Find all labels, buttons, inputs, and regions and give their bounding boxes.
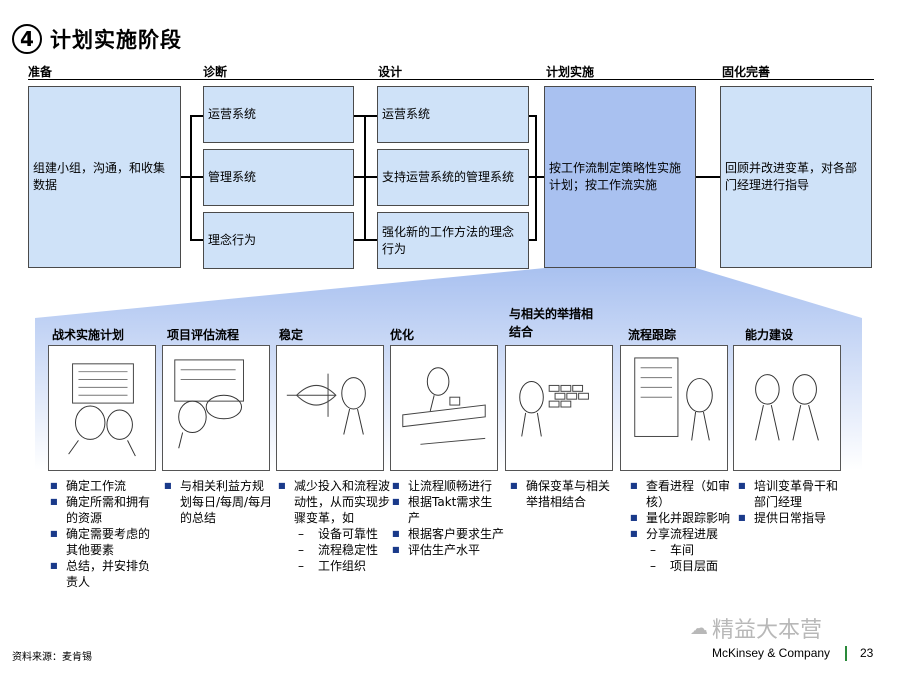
desc-subitem: 工作组织 [278, 558, 390, 574]
desc-item: 提供日常指导 [738, 510, 846, 526]
illustration-stabilize [276, 345, 384, 471]
connector [190, 115, 204, 117]
stage-divider [28, 79, 874, 80]
desc-item: 与相关利益方规划每日/每周/每月的总结 [164, 478, 274, 526]
desc-subitem: 项目层面 [630, 558, 735, 574]
prep-text: 组建小组，沟通，和收集数据 [33, 161, 166, 192]
connector [364, 115, 366, 241]
consolidate-box: 回顾并改进变革，对各部门经理进行指导 [720, 86, 872, 268]
desc-item: 量化并跟踪影响 [630, 510, 735, 526]
source-note: 资料来源：麦肯锡 [12, 652, 92, 663]
consolidate-text: 回顾并改进变革，对各部门经理进行指导 [725, 161, 858, 192]
substep-desc: 与相关利益方规划每日/每周/每月的总结 [164, 478, 274, 526]
desc-subitem: 车间 [630, 542, 735, 558]
diagnose-box-mindset: 理念行为 [203, 212, 354, 269]
desc-item: 总结，并安排负责人 [50, 558, 160, 590]
desc-item: 查看进程（如审核） [630, 478, 735, 510]
stage-label-design: 设计 [378, 65, 403, 79]
connector [528, 176, 536, 178]
desc-subitem: 流程稳定性 [278, 542, 390, 558]
connector [364, 239, 378, 241]
design-text: 支持运营系统的管理系统 [382, 170, 515, 184]
desc-item: 确定需要考虑的其他要素 [50, 526, 160, 558]
stage-label-diagnose: 诊断 [203, 65, 228, 79]
connector [190, 176, 204, 178]
connector [535, 115, 537, 241]
desc-item: 根据Takt需求生产 [392, 494, 504, 526]
diagnose-box-management: 管理系统 [203, 149, 354, 206]
connector [180, 176, 191, 178]
desc-item: 分享流程进展 [630, 526, 735, 542]
connector [528, 115, 536, 117]
design-box-operations: 运营系统 [377, 86, 529, 143]
desc-subitem: 设备可靠性 [278, 526, 390, 542]
substep-desc: 培训变革骨干和部门经理提供日常指导 [738, 478, 846, 526]
connector [535, 176, 545, 178]
prep-box: 组建小组，沟通，和收集数据 [28, 86, 181, 268]
stage-label-consolidate: 固化完善 [722, 65, 771, 79]
brand-name: McKinsey & Company [712, 646, 831, 660]
substep-desc: 查看进程（如审核）量化并跟踪影响分享流程进展车间项目层面 [630, 478, 735, 574]
connector [190, 239, 204, 241]
diagnose-text: 管理系统 [208, 170, 257, 184]
desc-item: 培训变革骨干和部门经理 [738, 478, 846, 510]
substep-label: 与相关的举措相结合 [509, 307, 594, 339]
diagnose-box-operations: 运营系统 [203, 86, 354, 143]
desc-item: 确定所需和拥有的资源 [50, 494, 160, 526]
substep-desc: 确定工作流确定所需和拥有的资源确定需要考虑的其他要素总结，并安排负责人 [50, 478, 160, 590]
stage-label-prep: 准备 [28, 65, 53, 79]
substep-label: 稳定 [279, 328, 304, 342]
substep-desc: 让流程顺畅进行根据Takt需求生产根据客户要求生产评估生产水平 [392, 478, 504, 558]
illustration-tracking [620, 345, 728, 471]
substep-label: 能力建设 [745, 328, 794, 342]
illustration-integrate [505, 345, 613, 471]
desc-item: 根据客户要求生产 [392, 526, 504, 542]
substep-desc: 减少投入和流程波动性，从而实现步骤变革，如设备可靠性流程稳定性工作组织 [278, 478, 390, 574]
watermark: ☁ 精益大本营 [690, 612, 822, 644]
connector [190, 115, 192, 241]
implement-text: 按工作流制定策略性实施计划；按工作流实施 [549, 161, 682, 192]
wechat-icon: ☁ [690, 617, 708, 639]
desc-item: 评估生产水平 [392, 542, 504, 558]
illustration-planning-board [48, 345, 156, 471]
desc-item: 确保变革与相关举措相结合 [510, 478, 615, 510]
design-text: 运营系统 [382, 107, 431, 121]
desc-item: 减少投入和流程波动性，从而实现步骤变革，如 [278, 478, 390, 526]
footer-divider [845, 646, 847, 661]
illustration-capability [733, 345, 841, 471]
stage-label-implement: 计划实施 [546, 65, 595, 79]
substep-label: 流程跟踪 [628, 328, 677, 342]
connector [353, 239, 364, 241]
illustration-optimize [390, 345, 498, 471]
substep-label: 优化 [390, 328, 415, 342]
title-text: 计划实施阶段 [50, 28, 182, 52]
diagnose-text: 运营系统 [208, 107, 257, 121]
substep-label: 项目评估流程 [167, 328, 240, 342]
connector [364, 176, 378, 178]
design-box-mindset: 强化新的工作方法的理念行为 [377, 212, 529, 269]
watermark-text: 精益大本营 [712, 618, 823, 643]
connector [695, 176, 721, 178]
step-number-badge: 4 [12, 24, 42, 54]
connector [528, 239, 536, 241]
diagnose-text: 理念行为 [208, 233, 257, 247]
page-title: 4 计划实施阶段 [12, 22, 182, 56]
page-number: 23 [860, 646, 874, 660]
desc-item: 让流程顺畅进行 [392, 478, 504, 494]
connector [353, 176, 364, 178]
substep-label: 战术实施计划 [52, 328, 125, 342]
implement-box: 按工作流制定策略性实施计划；按工作流实施 [544, 86, 696, 268]
illustration-audit [162, 345, 270, 471]
design-text: 强化新的工作方法的理念行为 [382, 224, 515, 256]
desc-item: 确定工作流 [50, 478, 160, 494]
substep-desc: 确保变革与相关举措相结合 [510, 478, 615, 510]
design-box-management: 支持运营系统的管理系统 [377, 149, 529, 206]
